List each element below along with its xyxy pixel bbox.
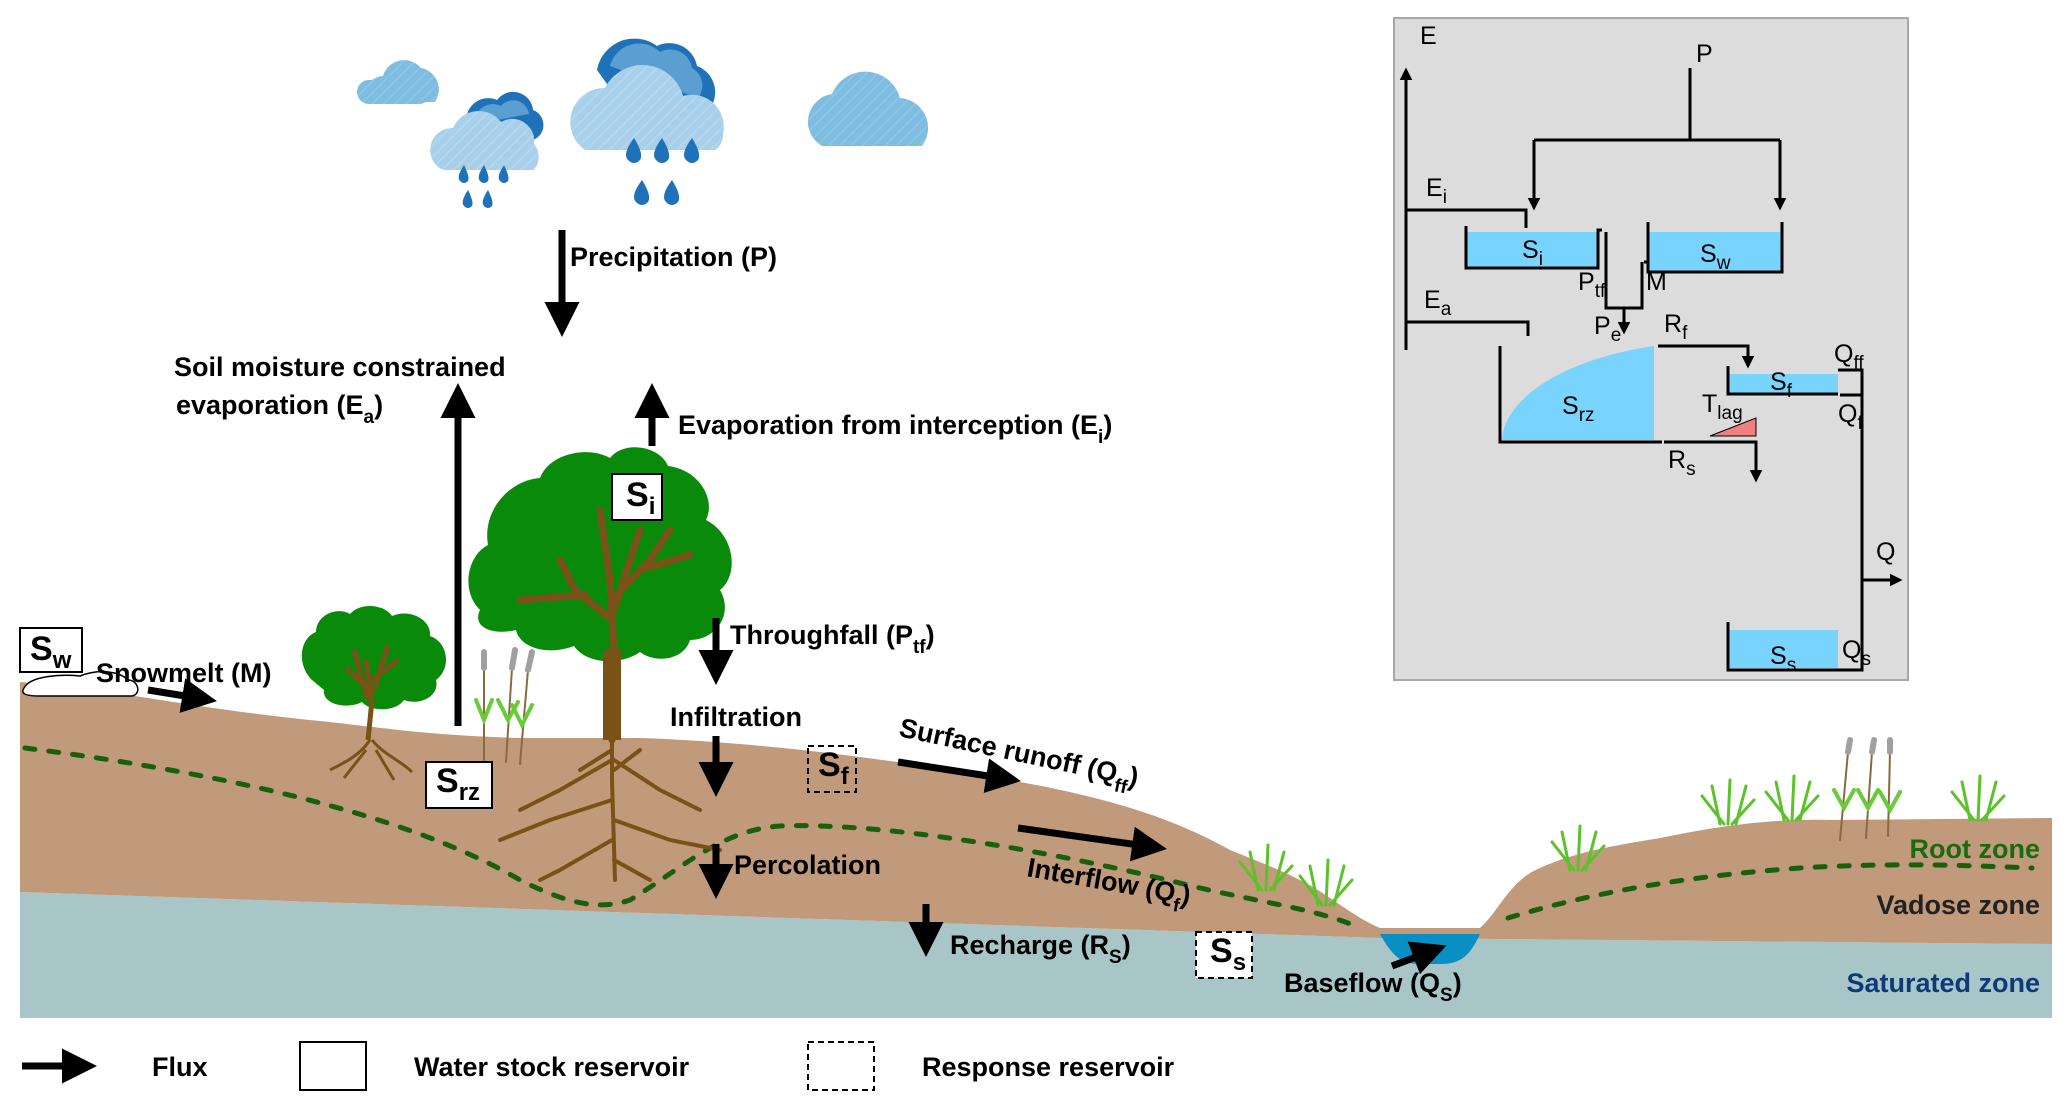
legend-flux-label: Flux [152, 1052, 208, 1082]
inset-label-M: M [1646, 268, 1667, 296]
inset-label-Qf: Qf [1838, 400, 1863, 434]
legend-response-label: Response reservoir [922, 1052, 1175, 1082]
soil-layer [20, 682, 2052, 944]
inset-label-Ptf: Ptf [1578, 268, 1606, 302]
fast-reservoir-box: Sf [807, 745, 857, 793]
inset-label-Pe: Pe [1594, 312, 1621, 346]
inset-label-P: P [1696, 40, 1713, 68]
terrain [20, 682, 2052, 1018]
recharge-label: Recharge (RS) [950, 930, 1131, 968]
lag-triangle-icon [1709, 417, 1757, 437]
root-zone-boundary-right [1505, 862, 2035, 921]
reed-plants-icon [474, 647, 535, 765]
inset-label-Tlag: Tlag [1702, 390, 1743, 424]
flux-labels: Precipitation (P) Soil moisture constrai… [96, 242, 1462, 1006]
snowmelt-label: Snowmelt (M) [96, 658, 272, 688]
soil-evaporation-label-line1: Soil moisture constrained [174, 352, 506, 382]
inset-label-E: E [1420, 22, 1437, 50]
reed-plants-right-icon [1832, 737, 1902, 841]
snow-reservoir-box: Sw [19, 627, 83, 674]
legend-water-stock-icon [299, 1041, 367, 1091]
model-structure-inset: E P Ei Ea Si Sw Ptf M Pe Rf Srz Sf Ss Tl… [1393, 17, 1909, 681]
small-tree-icon [301, 605, 447, 781]
rain-cloud-large-icon [570, 38, 724, 205]
snowmelt-arrow [147, 678, 217, 713]
zone-labels: Root zone Vadose zone Saturated zone [1846, 834, 2040, 998]
inset-label-Ea: Ea [1424, 286, 1452, 320]
interflow-arrow [1017, 824, 1167, 862]
inset-label-Q: Q [1876, 538, 1895, 566]
precipitation-label: Precipitation (P) [570, 242, 777, 272]
inset-label-Qff: Qff [1834, 340, 1864, 374]
raindrops [458, 165, 509, 208]
percolation-label: Percolation [734, 850, 881, 880]
baseflow-arrow [1390, 941, 1447, 975]
vegetation [22, 447, 2006, 907]
inset-label-Sw: Sw [1700, 240, 1731, 274]
inset-label-Ei: Ei [1426, 174, 1447, 208]
grass-clumps [1238, 774, 2006, 907]
legend-water-stock-label: Water stock reservoir [414, 1052, 690, 1082]
root-zone-reservoir-box: Srz [425, 761, 493, 809]
saturated-zone-label: Saturated zone [1846, 968, 2040, 998]
snow-bucket [1648, 232, 1782, 272]
clouds [357, 38, 929, 208]
interception-bucket [1466, 232, 1598, 268]
fast-bucket [1728, 374, 1838, 394]
surface-runoff-arrow [897, 758, 1021, 793]
inset-label-Si: Si [1522, 236, 1543, 270]
slow-reservoir-box: Ss [1195, 931, 1253, 979]
legend-response-icon [807, 1041, 875, 1091]
svg-text:Sw: Sw [30, 630, 72, 674]
inset-label-Qs: Qs [1842, 636, 1871, 670]
throughfall-label: Throughfall (Ptf) [730, 620, 935, 658]
interception-evaporation-label: Evaporation from interception (Ei) [678, 410, 1112, 448]
svg-text:Ss: Ss [1210, 932, 1246, 976]
slow-bucket [1728, 630, 1838, 668]
inset-label-Ss: Ss [1770, 642, 1796, 676]
legend: Flux Water stock reservoir Response rese… [22, 1041, 1175, 1091]
svg-text:Sf: Sf [818, 746, 850, 790]
large-tree-icon [468, 447, 732, 882]
svg-text:Si: Si [626, 476, 655, 520]
rain-cloud-small-icon [430, 91, 544, 208]
baseflow-label: Baseflow (QS) [1284, 968, 1462, 1006]
flux-arrows [147, 230, 1447, 975]
interception-reservoir-box: Si [611, 473, 663, 521]
snowpack-icon [22, 670, 139, 697]
saturated-zone [20, 892, 2052, 1018]
cloud-icon [807, 71, 929, 146]
root-zone-label: Root zone [1910, 834, 2040, 864]
svg-text:Srz: Srz [436, 762, 480, 806]
soil-evaporation-label-line2: evaporation (Ea) [176, 390, 383, 428]
infiltration-label: Infiltration [670, 702, 802, 732]
vadose-zone-label: Vadose zone [1876, 890, 2040, 920]
inset-label-Rf: Rf [1664, 310, 1688, 344]
reservoir-boxes: Sw Si Srz Sf Ss [19, 473, 1253, 979]
inset-label-Sf: Sf [1770, 368, 1793, 402]
raindrops [626, 138, 700, 205]
cloud-icon [357, 60, 439, 104]
root-zone-bucket [1502, 346, 1654, 440]
inset-label-Rs: Rs [1668, 446, 1696, 480]
inset-label-Srz: Srz [1562, 392, 1595, 426]
root-zone-boundary [22, 745, 1363, 931]
